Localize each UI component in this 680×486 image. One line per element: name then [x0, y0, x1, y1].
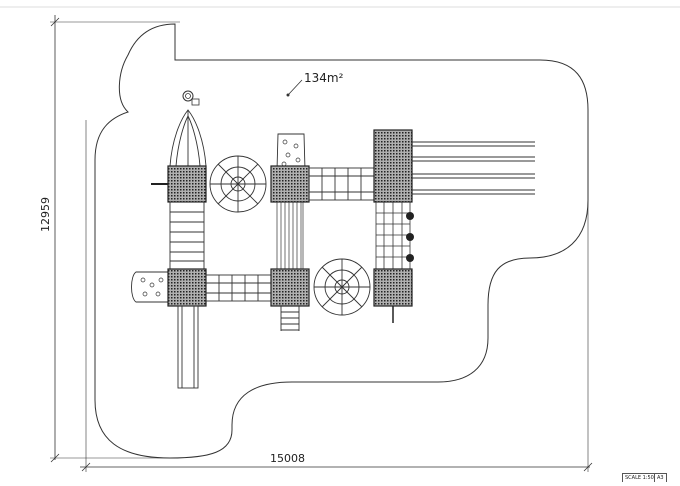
safety-zone-outline: [94, 23, 589, 459]
width-tick-right: [583, 462, 593, 472]
bridge-top: [308, 167, 376, 201]
climbing-wall-bottom: [131, 271, 171, 303]
telescope-icon: [182, 90, 200, 106]
round-platform-1: [209, 155, 267, 213]
area-label: 134m²: [304, 71, 344, 85]
platform-top-middle: [270, 165, 310, 203]
width-tick-left: [81, 462, 91, 472]
round-platform-2: [313, 258, 371, 316]
scale-box: SCALE 1:50: [622, 473, 657, 482]
tower-roof: [169, 109, 207, 167]
slide-rails: [412, 141, 535, 195]
bridge-bottom: [205, 274, 272, 302]
height-dimension-label: 12959: [39, 197, 52, 232]
platform-top-left: [167, 165, 207, 203]
bridge-left-vertical: [169, 201, 205, 270]
climbing-wall-top: [276, 133, 306, 171]
platform-bottom-left: [167, 268, 207, 307]
net-right-vertical: [375, 201, 411, 270]
platform-bottom-middle: [270, 268, 310, 307]
area-leader-line: [287, 79, 303, 96]
platform-top-right: [373, 129, 413, 203]
sheet-size-box: A3: [654, 473, 667, 482]
platform-bottom-right: [373, 268, 413, 307]
height-tick-top: [50, 17, 60, 27]
area-leader-dot: [286, 93, 290, 97]
width-dimension-label: 15008: [270, 452, 305, 465]
ladder-middle-vertical: [276, 201, 304, 270]
slide-bottom-left: [177, 305, 199, 389]
height-tick-bottom: [50, 453, 60, 463]
activity-knobs: [406, 212, 414, 262]
ladder-bottom-middle: [280, 306, 300, 331]
